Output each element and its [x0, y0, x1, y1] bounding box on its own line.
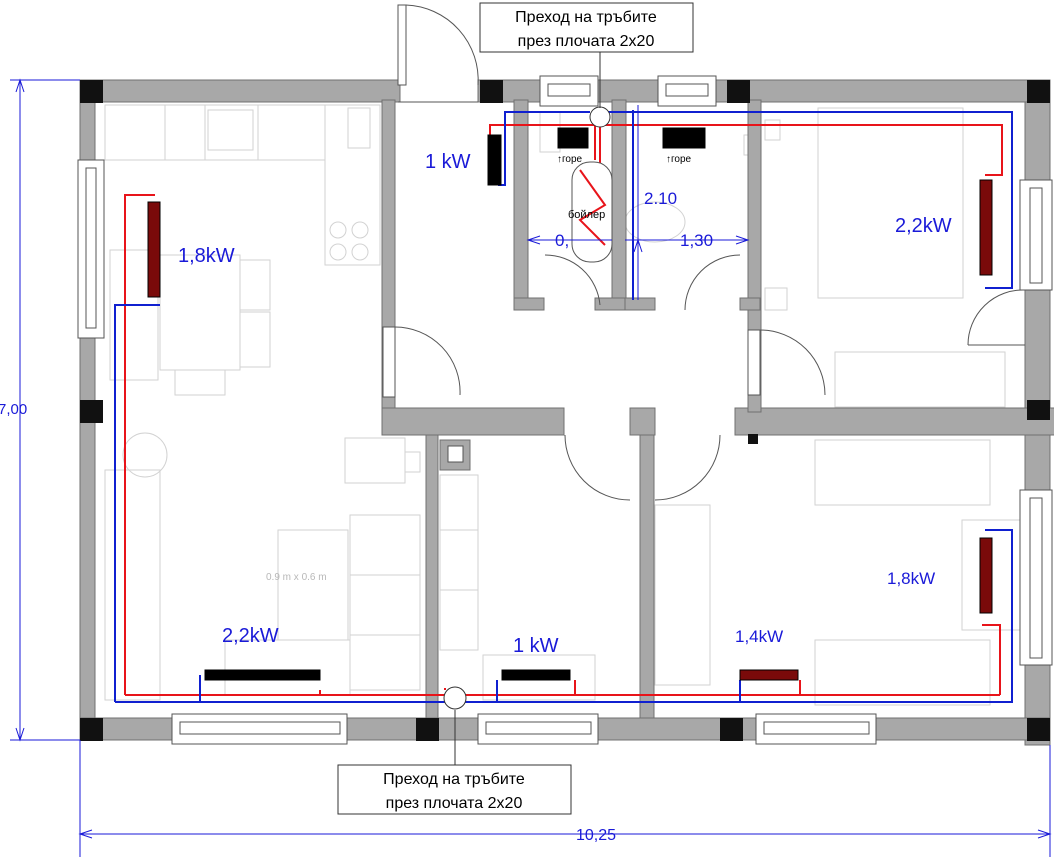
- radiators: [147, 106, 993, 710]
- pipe-pass-top-box: [479, 2, 694, 53]
- pipe-pass-top-line2: през плочата 2х20: [518, 33, 655, 50]
- pipe-pass-bottom-line1: Преход на тръбите: [383, 771, 525, 788]
- radiator-bedroom-lower: [979, 537, 993, 614]
- return-pipes: [114, 110, 1013, 703]
- windows: [77, 75, 1053, 745]
- dimension-bath-height-label: 2.10: [644, 189, 677, 208]
- radiator-bedroom-lower-mid: [739, 669, 799, 681]
- dimension-width-label: 10,25: [576, 827, 616, 844]
- boiler-label: бойлер: [568, 209, 605, 221]
- radiator-living-upper: [147, 201, 161, 298]
- radiator-hall: [487, 134, 502, 186]
- furniture: [104, 104, 1021, 706]
- radiator-bedroom-lower-mid-label: 1,4kW: [735, 627, 783, 646]
- radiator-living-lower: [204, 669, 321, 681]
- radiator-living-lower-label: 2,2kW: [222, 625, 279, 647]
- up-right-label: ↑горе: [666, 154, 692, 165]
- towel-rail-right: [662, 127, 706, 149]
- pipe-pass-top-line1: Преход на тръбите: [515, 9, 657, 26]
- towel-rail-left: [557, 127, 589, 149]
- rug-size-label: 0.9 m x 0.6 m: [266, 572, 327, 583]
- up-left-label: ↑горе: [557, 154, 583, 165]
- radiator-storage-label: 1 kW: [513, 635, 559, 657]
- pipe-pass-bottom-marker: [443, 686, 467, 710]
- doors: [382, 4, 1026, 501]
- dimension-wc-width-label: 0,: [555, 231, 569, 250]
- pipe-pass-bottom-box: [337, 764, 572, 815]
- radiator-living-upper-label: 1,8kW: [178, 245, 235, 267]
- dimension-height-label: 7,00: [0, 401, 27, 418]
- dimension-bath-width-label: 1,30: [680, 231, 713, 250]
- radiator-bedroom-lower-label: 1,8kW: [887, 569, 935, 588]
- radiator-storage: [501, 669, 571, 681]
- radiator-hall-label: 1 kW: [425, 151, 471, 173]
- dimension-lines: [10, 52, 1052, 857]
- pipe-pass-top-marker: [589, 106, 611, 128]
- pipe-pass-bottom-line2: през плочата 2х20: [386, 795, 523, 812]
- radiator-bedroom-upper: [979, 179, 993, 276]
- radiator-bedroom-upper-label: 2,2kW: [895, 215, 952, 237]
